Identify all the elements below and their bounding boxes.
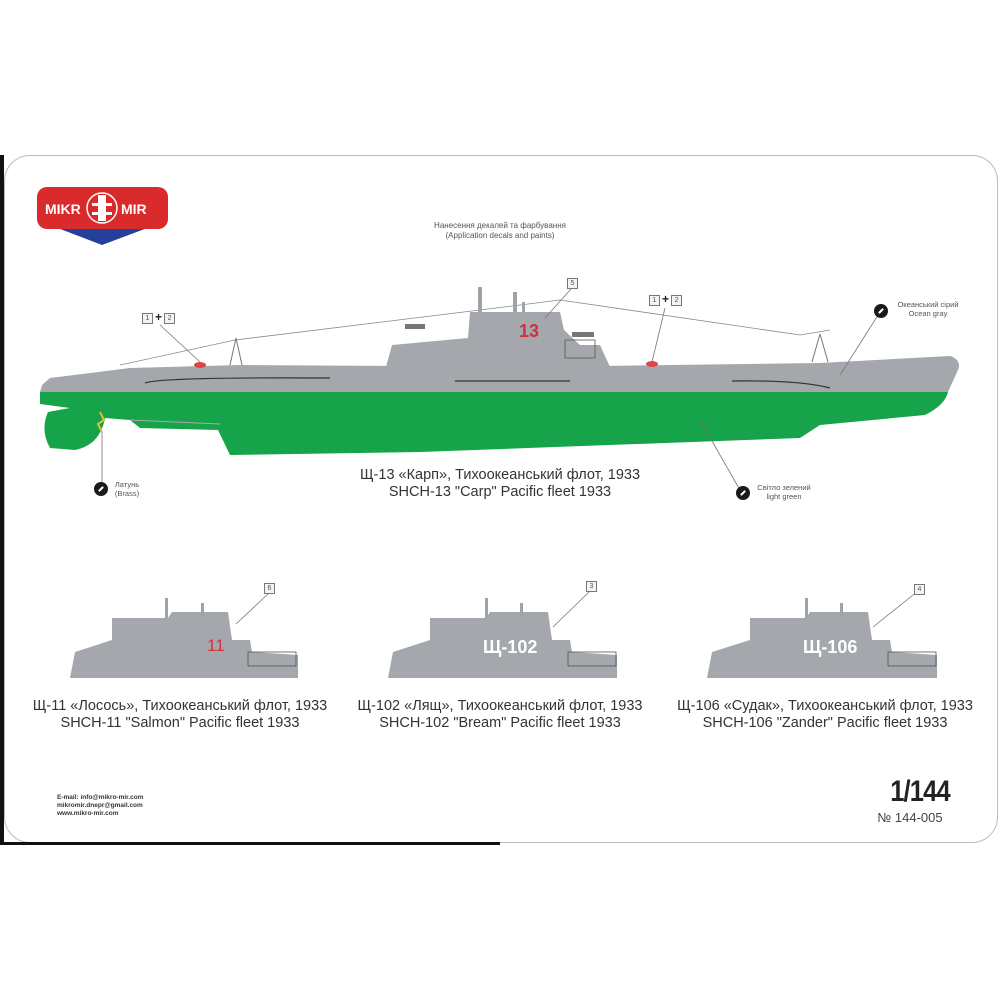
plus-sign: + xyxy=(662,292,670,306)
main-hull-number: 13 xyxy=(519,321,539,341)
paint-label-brass: Латунь (Brass) xyxy=(112,480,142,498)
callout-decal-variant-c: 4 xyxy=(914,584,925,595)
caption-en: SHCH-102 "Bream" Pacific fleet 1933 xyxy=(379,715,621,731)
logo-shape-icon: MIKR MIR xyxy=(37,187,168,245)
variant-a-hull-number: 11 xyxy=(207,636,225,655)
contact-email: E-mail: info@mikro-mir.com xyxy=(57,794,144,801)
paint-name-ua: Латунь xyxy=(114,480,140,489)
paint-name-en: (Brass) xyxy=(114,489,140,498)
logo-right-text: MIR xyxy=(121,201,147,217)
variant-b-hull-number: Щ-102 xyxy=(483,637,537,657)
paint-brass-icon xyxy=(94,482,108,496)
frame-left-border xyxy=(0,155,4,845)
catalog-number: № 144-005 xyxy=(877,810,943,825)
frame-bottom-border xyxy=(0,842,500,845)
title-ua: Нанесення декалей та фарбування xyxy=(434,221,566,230)
caption-en: SHCH-13 "Carp" Pacific fleet 1933 xyxy=(388,484,612,500)
caption-ua: Щ-102 «Лящ», Тихоокеанський флот, 1933 xyxy=(357,698,643,714)
decal-number-box: 1 xyxy=(649,295,660,306)
plus-sign: + xyxy=(155,310,163,324)
model-scale: 1/144 xyxy=(890,775,950,808)
instruction-card xyxy=(4,155,998,843)
instructions-title: Нанесення декалей та фарбування (Applica… xyxy=(370,221,630,241)
variant-submarine-b xyxy=(388,590,617,678)
variant-submarine-c xyxy=(707,590,937,678)
logo-left-text: MIKR xyxy=(45,201,81,217)
variant-b-caption: Щ-102 «Лящ», Тихоокеанський флот, 1933 S… xyxy=(340,698,660,732)
decal-number-box: 2 xyxy=(164,313,176,324)
caption-en: SHCH-106 "Zander" Pacific fleet 1933 xyxy=(702,715,948,731)
variant-submarine-a xyxy=(70,593,298,678)
paint-name-ua: Світло зелений xyxy=(757,483,811,492)
variant-a-caption: Щ-11 «Лосось», Тихоокеанський флот, 1933… xyxy=(10,698,350,732)
contact-website: www.mikro-mir.com xyxy=(57,810,119,817)
decal-number-box: 1 xyxy=(142,313,153,324)
main-submarine-caption: Щ-13 «Карп», Тихоокеанський флот, 1933 S… xyxy=(310,467,690,501)
caption-en: SHCH-11 "Salmon" Pacific fleet 1933 xyxy=(60,715,300,731)
paint-light-green-icon xyxy=(736,486,750,500)
contact-info: E-mail: info@mikro-mir.com mikromir.dnep… xyxy=(57,794,144,818)
caption-ua: Щ-13 «Карп», Тихоокеанський флот, 1933 xyxy=(359,467,641,483)
variant-c-caption: Щ-106 «Судак», Тихоокеанський флот, 1933… xyxy=(660,698,990,732)
decal-number-box: 3 xyxy=(586,581,597,592)
callout-decal-tower: 5 xyxy=(567,278,578,289)
paint-name-en: light green xyxy=(766,492,802,501)
mikromir-logo: MIKR MIR xyxy=(35,185,170,247)
paint-ocean-gray-icon xyxy=(874,304,888,318)
callout-decal-variant-b: 3 xyxy=(586,581,597,592)
decal-number-box: 2 xyxy=(671,295,683,306)
decal-number-box: 6 xyxy=(264,583,275,594)
caption-ua: Щ-11 «Лосось», Тихоокеанський флот, 1933 xyxy=(32,698,328,714)
title-en: (Application decals and paints) xyxy=(445,231,555,240)
paint-label-light-green: Світло зелений light green xyxy=(754,483,814,501)
callout-decals-fore: 1+2 xyxy=(142,310,176,324)
decal-number-box: 5 xyxy=(567,278,578,289)
callout-decal-variant-a: 6 xyxy=(264,583,275,594)
paint-name-en: Ocean gray xyxy=(908,309,948,318)
decal-number-box: 4 xyxy=(914,584,925,595)
variant-c-hull-number: Щ-106 xyxy=(803,637,857,657)
callout-decals-aft: 1+2 xyxy=(649,292,683,306)
contact-email-alt: mikromir.dnepr@gmail.com xyxy=(57,802,143,809)
paint-name-ua: Океанський сірий xyxy=(897,300,959,309)
paint-label-ocean-gray: Океанський сірий Ocean gray xyxy=(893,300,963,318)
caption-ua: Щ-106 «Судак», Тихоокеанський флот, 1933 xyxy=(677,698,973,714)
